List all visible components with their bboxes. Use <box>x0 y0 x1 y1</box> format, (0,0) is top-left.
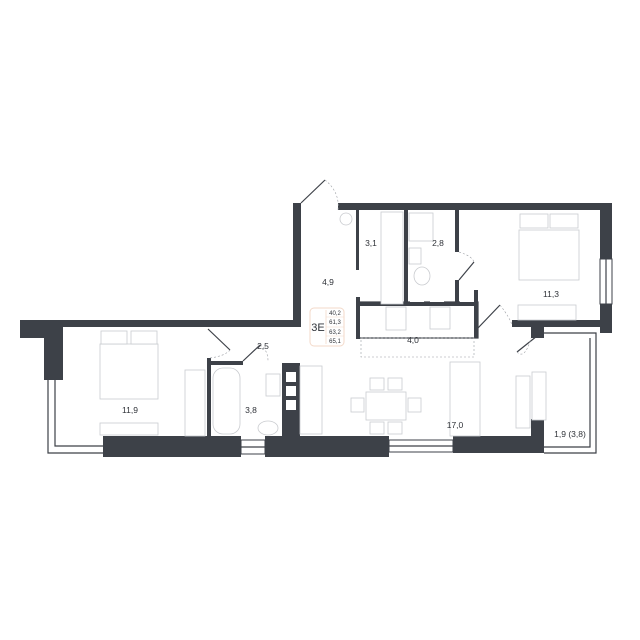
room-area-bathroom-small: 2,8 <box>432 238 444 248</box>
wardrobe-shelving <box>380 211 404 305</box>
tv-stand-right <box>517 304 577 321</box>
room-area-corridor: 2,5 <box>257 341 269 351</box>
room-area-bedroom-left: 11,9 <box>122 405 138 415</box>
stove <box>385 306 407 331</box>
room-labels: 4,9 3,1 2,8 11,3 4,0 2,5 11,9 3,8 17,0 1… <box>122 238 586 439</box>
unit-area-3: 63,2 <box>329 330 341 336</box>
unit-info-box: 3E 40,2 61,3 63,2 65,1 <box>309 307 345 347</box>
toilet <box>413 266 431 286</box>
bath-sink <box>265 373 281 397</box>
sink <box>408 247 422 265</box>
balcony-door <box>531 371 547 421</box>
windows <box>47 258 613 455</box>
doors <box>207 179 538 362</box>
room-area-living: 17,0 <box>447 420 464 430</box>
shower <box>408 212 434 242</box>
room-area-bathroom: 3,8 <box>245 405 257 415</box>
unit-code: 3E <box>311 322 324 334</box>
unit-area-1: 40,2 <box>329 311 341 317</box>
dining-table <box>365 391 407 421</box>
unit-area-2: 61,3 <box>329 320 341 326</box>
balcony-cabinet <box>515 375 531 429</box>
sofa <box>449 361 481 437</box>
room-area-wardrobe: 3,1 <box>365 238 377 248</box>
kitchen-zone <box>360 337 475 358</box>
room-area-balcony: 1,9 (3,8) <box>554 429 586 439</box>
bath-toilet <box>257 420 279 436</box>
furniture <box>99 211 580 437</box>
room-area-bedroom-right: 11,3 <box>543 289 559 299</box>
coat-rack <box>339 212 353 226</box>
bed-left <box>99 343 159 400</box>
interior-walls <box>207 210 479 436</box>
bathtub <box>212 367 241 435</box>
shelving <box>299 365 323 435</box>
wardrobe-left <box>184 369 206 437</box>
room-area-hall: 4,9 <box>322 277 334 287</box>
room-area-kitchen: 4,0 <box>407 335 419 345</box>
bed-right <box>518 229 580 281</box>
outer-walls <box>20 203 612 457</box>
kitchen-sink <box>429 306 451 330</box>
tv-stand-left <box>99 422 159 436</box>
unit-area-4: 65,1 <box>329 339 341 345</box>
